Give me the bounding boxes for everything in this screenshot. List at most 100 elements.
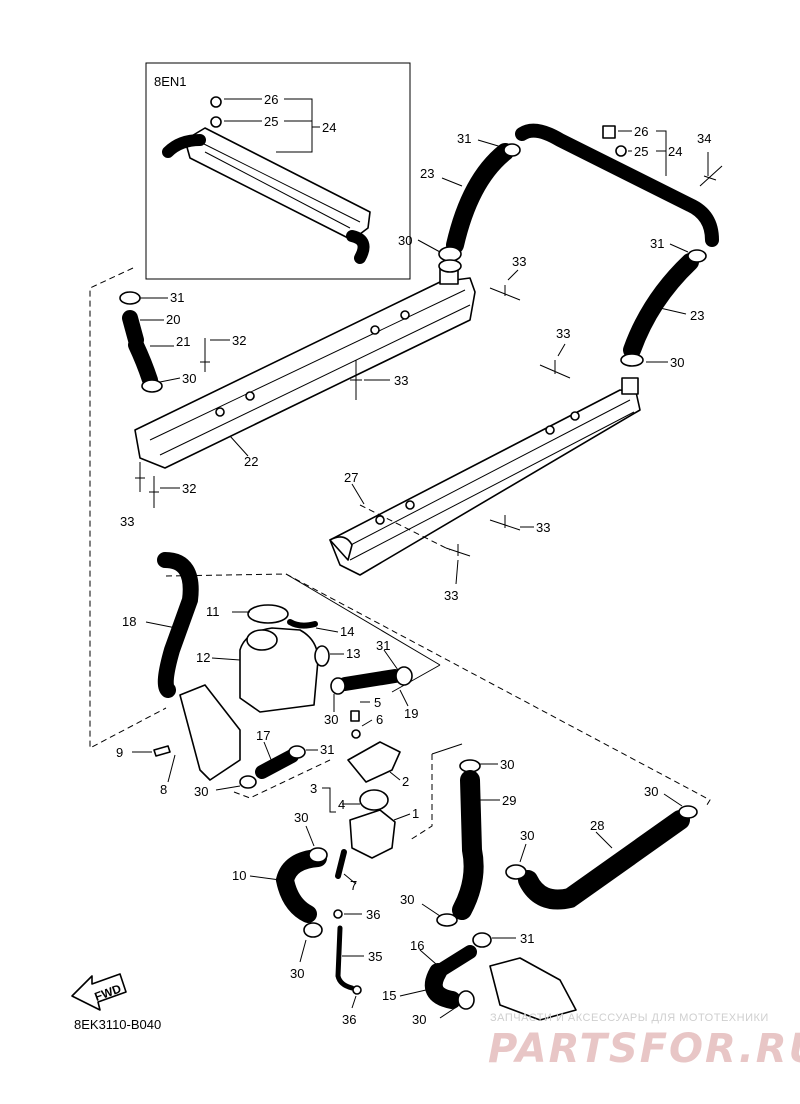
clamp-30-hose28-left	[505, 864, 527, 880]
clamp-30-left	[141, 379, 163, 393]
label-8: 8	[160, 782, 167, 797]
label-33-top: 33	[512, 254, 526, 269]
bolt-34	[699, 165, 723, 187]
label-33-right-mid: 33	[536, 520, 550, 535]
clamp-31-right	[687, 249, 707, 263]
label-12: 12	[196, 650, 210, 665]
inset-8en1: 8EN1 26 25 24	[145, 62, 411, 280]
label-33-mid: 33	[394, 373, 408, 388]
radiator-22-clamp	[438, 259, 462, 273]
clip-36-lower	[352, 985, 362, 995]
label-29: 29	[502, 793, 516, 808]
hose-19	[338, 669, 402, 691]
label-16: 16	[410, 938, 424, 953]
label-36-upper: 36	[366, 907, 380, 922]
label-31-right: 31	[650, 236, 664, 251]
label-4: 4	[338, 797, 345, 812]
hose-15-group: 31 16 15 30	[382, 931, 577, 1027]
label-31-left: 31	[170, 290, 184, 305]
bolt-26	[602, 125, 616, 139]
label-34: 34	[697, 131, 711, 146]
label-13: 13	[346, 646, 360, 661]
radiator-27-outlet	[329, 536, 353, 561]
hose-17-group: 17 31 30	[194, 728, 334, 799]
hose-17	[255, 749, 299, 779]
hose-18-group: 18	[122, 552, 199, 698]
clamp-30-hose29-bot	[436, 913, 458, 927]
clamp-31-left	[119, 291, 141, 305]
inset-bolt	[210, 96, 222, 108]
label-30-tank: 30	[324, 712, 338, 727]
hose-29-group: 30 29 30	[400, 757, 516, 927]
clamp-30-right	[620, 353, 644, 367]
label-17: 17	[256, 728, 270, 743]
bolt-33-right-low	[445, 544, 471, 557]
label-20: 20	[166, 312, 180, 327]
cap-11	[247, 604, 289, 624]
hose-14	[287, 619, 318, 629]
clamp-31-top	[503, 143, 521, 157]
label-36-lower: 36	[342, 1012, 356, 1027]
clamp-30-hose17	[239, 775, 257, 789]
label-30-upper: 30	[398, 233, 412, 248]
cover-2	[347, 741, 401, 783]
watermark-brand: PARTSFOR.RU	[488, 1026, 800, 1072]
radiator-27: 27 33 33 33	[329, 326, 641, 603]
label-30-hose28-right: 30	[644, 784, 658, 799]
label-3: 3	[310, 781, 317, 796]
label-7: 7	[350, 878, 357, 893]
clip-36-upper	[333, 909, 343, 919]
hose-20	[122, 310, 144, 348]
clamp-30-hose10-bot	[303, 922, 323, 938]
label-22: 22	[244, 454, 258, 469]
hose-10-group: 30 10 30	[232, 810, 328, 981]
label-30-hose28-left: 30	[520, 828, 534, 843]
label-31-top: 31	[457, 131, 471, 146]
label-33-left: 33	[120, 514, 134, 529]
label-30-hose15: 30	[412, 1012, 426, 1027]
clamp-30-hose28-right	[678, 805, 698, 819]
label-5: 5	[374, 695, 381, 710]
fwd-arrow-shape	[71, 973, 127, 1011]
hose-28-group: 30 28 30	[505, 784, 698, 910]
upper-pipe-assembly: 26 25 24 34 31 23 30 31 23 30	[398, 123, 723, 370]
clamp-30-hose10-top	[308, 847, 328, 863]
label-30-left: 30	[182, 371, 196, 386]
inset-hose-right	[346, 230, 370, 264]
bolt-32-upper	[200, 338, 210, 372]
bracket-group: 8 9	[116, 684, 241, 797]
label-11: 11	[206, 604, 220, 619]
label-27: 27	[344, 470, 358, 485]
hose-35-group: 36 35 36	[333, 907, 382, 1027]
inset-frame	[145, 62, 411, 280]
bolt-33-left	[135, 462, 145, 492]
label-30-hose17: 30	[194, 784, 208, 799]
clamp-31-hose15	[472, 932, 492, 948]
inset-washer	[210, 116, 222, 128]
bolt-32-lower	[149, 476, 159, 508]
label-10: 10	[232, 868, 246, 883]
label-23-upper: 23	[420, 166, 434, 181]
label-23-right: 23	[690, 308, 704, 323]
label-35: 35	[368, 949, 382, 964]
label-31-hose19: 31	[376, 638, 390, 653]
label-30-hose29-bot: 30	[400, 892, 414, 907]
hose-35	[335, 925, 355, 991]
radiator-22: 22 31 20 21 30 32 33 33 33 32	[89, 254, 526, 749]
label-32-upper: 32	[232, 333, 246, 348]
inset-label-24: 24	[322, 120, 336, 135]
bolt-33-top	[489, 285, 521, 301]
label-14: 14	[340, 624, 354, 639]
label-33-right-low: 33	[444, 588, 458, 603]
pipe-7	[335, 849, 347, 879]
label-1: 1	[412, 806, 419, 821]
radiator-27-neck	[621, 377, 639, 395]
washer-25	[615, 145, 627, 157]
clamp-30-hose19	[330, 677, 346, 695]
thermostat-group: 5 6 2 3 4 1 7	[310, 695, 463, 893]
tank-neck	[246, 629, 278, 651]
inset-title: 8EN1	[154, 74, 187, 89]
label-19: 19	[404, 706, 418, 721]
label-9: 9	[116, 745, 123, 760]
bolt-33-right-top	[539, 360, 571, 379]
